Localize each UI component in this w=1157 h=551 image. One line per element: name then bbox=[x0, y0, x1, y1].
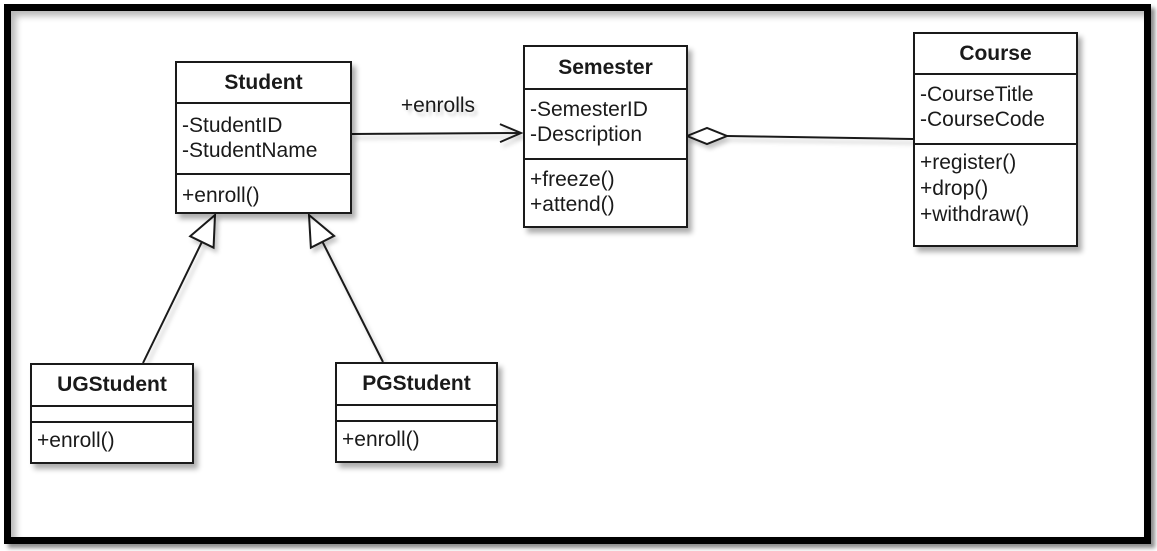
method-row: +register() bbox=[920, 151, 1017, 174]
class-semester-attributes: -SemesterID -Description bbox=[525, 90, 686, 160]
class-pgstudent-attributes bbox=[337, 406, 496, 422]
generalization-ugstudent-line bbox=[142, 212, 217, 364]
class-semester-title: Semester bbox=[525, 47, 686, 90]
class-student-attributes: -StudentID -StudentName bbox=[177, 104, 350, 175]
attribute-row: -CourseCode bbox=[920, 108, 1045, 131]
method-row: +enroll() bbox=[37, 429, 115, 452]
class-course-title: Course bbox=[915, 34, 1076, 75]
attribute-row: -SemesterID bbox=[530, 98, 648, 121]
class-student: Student -StudentID -StudentName +enroll(… bbox=[175, 61, 352, 214]
class-semester: Semester -SemesterID -Description +freez… bbox=[523, 45, 688, 228]
class-ugstudent-title: UGStudent bbox=[32, 365, 192, 407]
generalization-pgstudent-line bbox=[307, 212, 384, 363]
method-row: +drop() bbox=[920, 177, 989, 200]
attribute-row: -CourseTitle bbox=[920, 83, 1034, 106]
class-student-title: Student bbox=[177, 63, 350, 104]
method-row: +enroll() bbox=[182, 184, 260, 207]
method-row: +freeze() bbox=[530, 168, 615, 191]
class-semester-methods: +freeze() +attend() bbox=[525, 160, 686, 217]
aggregation-line bbox=[726, 135, 914, 140]
class-student-methods: +enroll() bbox=[177, 175, 350, 208]
method-row: +withdraw() bbox=[920, 203, 1030, 226]
class-pgstudent-title: PGStudent bbox=[337, 364, 496, 406]
attribute-row: -StudentName bbox=[182, 139, 318, 162]
class-pgstudent-methods: +enroll() bbox=[337, 422, 496, 452]
attribute-row: -Description bbox=[530, 123, 643, 146]
class-course-attributes: -CourseTitle -CourseCode bbox=[915, 75, 1076, 145]
class-course: Course -CourseTitle -CourseCode +registe… bbox=[913, 32, 1078, 247]
association-label-enrolls: +enrolls bbox=[400, 94, 476, 117]
class-ugstudent: UGStudent +enroll() bbox=[30, 363, 194, 464]
class-pgstudent: PGStudent +enroll() bbox=[335, 362, 498, 463]
method-row: +attend() bbox=[530, 193, 615, 216]
association-enrolls-line bbox=[351, 123, 524, 144]
aggregation-diamond bbox=[684, 126, 730, 146]
class-ugstudent-methods: +enroll() bbox=[32, 423, 192, 453]
attribute-row: -StudentID bbox=[182, 114, 283, 137]
method-row: +enroll() bbox=[342, 428, 420, 451]
class-course-methods: +register() +drop() +withdraw() bbox=[915, 145, 1076, 228]
class-ugstudent-attributes bbox=[32, 407, 192, 423]
